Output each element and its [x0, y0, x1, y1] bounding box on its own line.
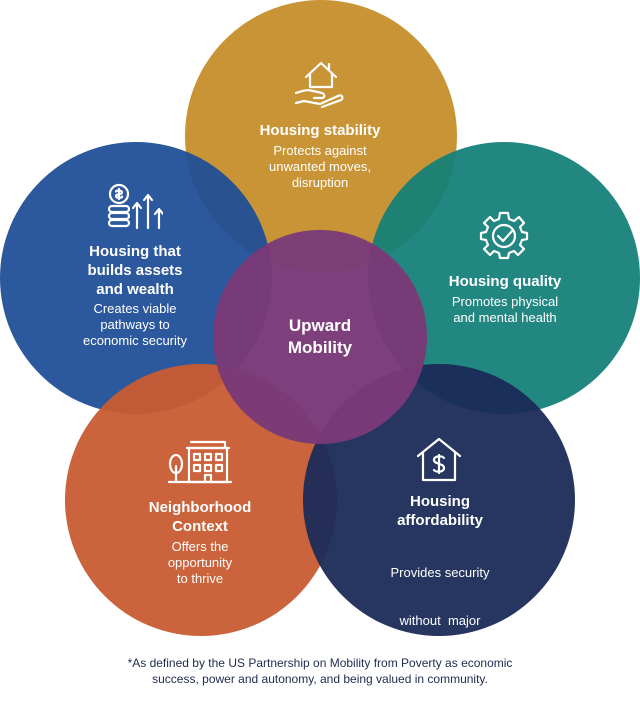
title-line: builds assets — [87, 262, 183, 279]
title-line: and wealth — [96, 281, 174, 298]
housing-affordability-title: Housing affordability — [345, 492, 535, 530]
building-trees-icon — [167, 440, 233, 484]
desc-line: unwanted moves, — [269, 159, 371, 174]
desc-line: Provides security — [390, 565, 490, 580]
title-line: Housing that — [89, 243, 181, 260]
housing-quality-description: Promotes physical and mental health — [405, 294, 605, 326]
house-in-hand-icon — [294, 61, 344, 109]
upward-mobility-diagram: Housing stability Protects against unwan… — [0, 0, 640, 636]
desc-line: Offers the — [171, 539, 229, 554]
house-dollar-icon — [416, 437, 462, 482]
neighborhood-context-title: Neighborhood Context — [110, 498, 290, 536]
desc-line: Creates viable — [93, 301, 177, 316]
title-line: Context — [172, 518, 228, 535]
housing-assets-label: Housing that builds assets and wealth Cr… — [40, 242, 230, 349]
title-line: affordability — [397, 512, 483, 529]
housing-quality-label: Housing quality Promotes physical and me… — [405, 272, 605, 326]
footnote: *As defined by the US Partnership on Mob… — [0, 655, 640, 687]
center-line: Upward — [288, 316, 352, 335]
housing-affordability-description: Provides security without major financia… — [345, 533, 535, 709]
desc-line: disruption — [291, 175, 349, 190]
desc-line: without major — [399, 613, 481, 628]
housing-quality-title: Housing quality — [448, 273, 562, 290]
neighborhood-context-description: Offers the opportunity to thrive — [110, 539, 290, 587]
housing-assets-description: Creates viable pathways to economic secu… — [40, 301, 230, 349]
desc-line: to thrive — [176, 571, 224, 586]
housing-stability-title: Housing stability — [259, 122, 381, 139]
title-line: Neighborhood — [148, 499, 252, 516]
housing-stability-description: Protects against unwanted moves, disrupt… — [220, 143, 420, 191]
desc-line: Promotes physical — [451, 294, 559, 309]
center-line: Mobility — [287, 338, 353, 357]
neighborhood-context-label: Neighborhood Context Offers the opportun… — [110, 498, 290, 587]
footnote-line: *As defined by the US Partnership on Mob… — [127, 656, 513, 670]
gear-check-icon — [479, 211, 529, 260]
coins-growth-icon — [107, 183, 163, 230]
desc-line: and mental health — [453, 310, 557, 325]
desc-line: Protects against — [273, 143, 367, 158]
housing-stability-label: Housing stability Protects against unwan… — [220, 121, 420, 191]
housing-affordability-label: Housing affordability Provides security … — [345, 492, 535, 709]
desc-line: economic security — [82, 333, 188, 348]
desc-line: financial burden — [394, 661, 486, 676]
footnote-line: success, power and autonomy, and being v… — [152, 672, 488, 686]
upward-mobility-label: Upward Mobility — [240, 315, 400, 359]
title-line: Housing — [410, 493, 470, 510]
circle-upward-mobility — [213, 230, 427, 444]
desc-line: pathways to — [100, 317, 170, 332]
desc-line: opportunity — [167, 555, 233, 570]
housing-assets-title: Housing that builds assets and wealth — [40, 242, 230, 299]
